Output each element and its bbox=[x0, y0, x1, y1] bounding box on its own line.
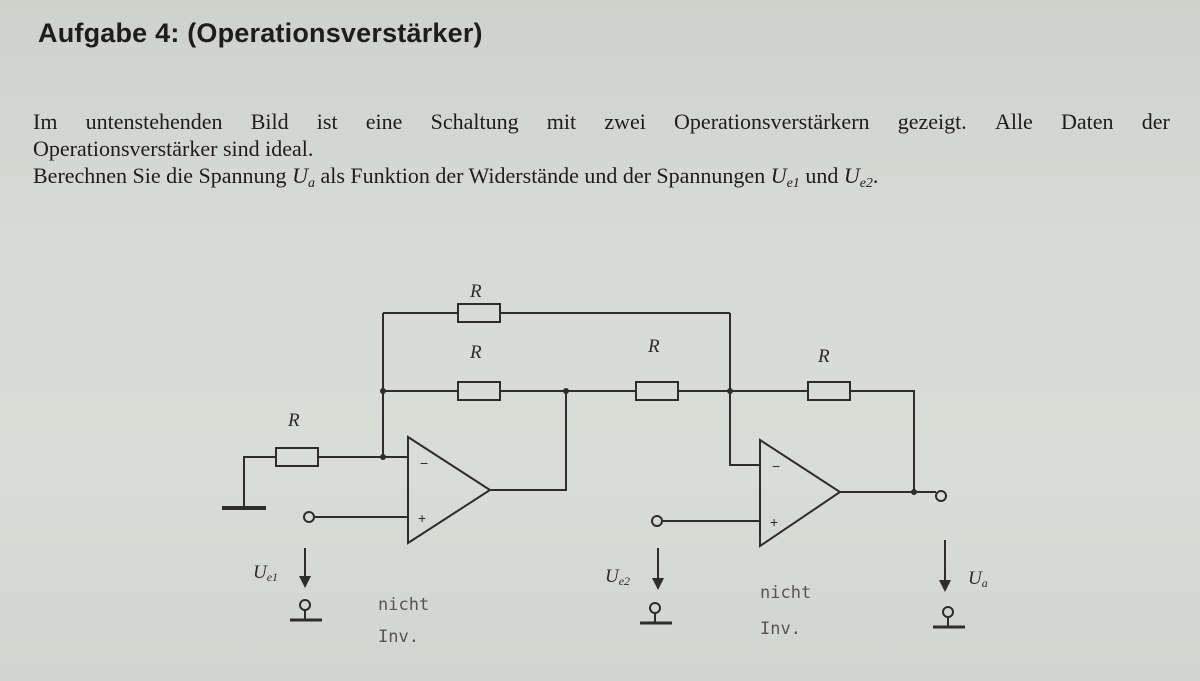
task-line-3: Berechnen Sie die Spannung Ua als Funkti… bbox=[33, 162, 1183, 197]
handwriting-op1-line1: nicht bbox=[378, 595, 429, 615]
text-part: und bbox=[799, 163, 844, 188]
wire-op1-out bbox=[490, 391, 567, 491]
arrow-head-ue2 bbox=[652, 578, 664, 590]
text-part: Berechnen Sie die Spannung bbox=[33, 163, 293, 188]
word: Im bbox=[33, 109, 58, 134]
label-r-mid: R bbox=[469, 342, 482, 363]
word: Bild bbox=[250, 109, 289, 134]
resistor-r-mid bbox=[457, 381, 501, 401]
task-line-1: Im untenstehenden Bild ist eine Schaltun… bbox=[33, 108, 1170, 135]
wire-op2-minus bbox=[729, 313, 760, 466]
word: untenstehenden bbox=[85, 109, 223, 134]
terminal-ue1 bbox=[303, 511, 315, 523]
opamp-1 bbox=[407, 435, 492, 545]
arrow-head-ue1 bbox=[299, 576, 311, 588]
label-ue2: Ue2 bbox=[605, 566, 630, 588]
label-r-top: R bbox=[469, 281, 482, 302]
junction-dot bbox=[563, 388, 569, 394]
opamp2-plus: + bbox=[770, 514, 778, 530]
junction-dot bbox=[380, 454, 386, 460]
resistor-r-between bbox=[635, 381, 679, 401]
symbol-ue1: Ue1 bbox=[770, 163, 800, 191]
opamp-2 bbox=[759, 438, 842, 548]
task-line-2: Operationsverstärker sind ideal. bbox=[33, 136, 314, 161]
word: zwei bbox=[604, 109, 646, 134]
resistor-r1 bbox=[275, 447, 319, 467]
label-ue1: Ue1 bbox=[253, 562, 278, 584]
label-r-input: R bbox=[287, 410, 300, 431]
terminal-ua bbox=[935, 490, 947, 502]
terminal-bottom-2 bbox=[640, 602, 672, 625]
arrow-head-ua bbox=[939, 580, 951, 592]
word: Daten bbox=[1061, 109, 1114, 134]
word: Alle bbox=[994, 109, 1033, 134]
task-heading: Aufgabe 4: (Operationsverstärker) bbox=[38, 18, 483, 48]
symbol-ue2: Ue2 bbox=[843, 163, 873, 191]
junction-dot bbox=[380, 388, 386, 394]
label-r-feedback: R bbox=[817, 346, 830, 367]
symbol-ua: Ua bbox=[292, 163, 315, 191]
handwriting-op1-line2: Inv. bbox=[378, 627, 419, 647]
label-ua: Ua bbox=[968, 568, 988, 590]
task-text: Im untenstehenden Bild ist eine Schaltun… bbox=[33, 108, 1183, 197]
handwriting-op2-line1: nicht bbox=[760, 583, 811, 603]
junction-dot bbox=[727, 388, 733, 394]
wire-feedback bbox=[850, 390, 915, 492]
word: eine bbox=[365, 109, 403, 134]
word: Operationsverstärkern bbox=[674, 109, 870, 134]
opamp1-plus: + bbox=[418, 510, 426, 526]
terminal-bottom-3 bbox=[933, 606, 965, 629]
word: mit bbox=[546, 109, 577, 134]
text-part: . bbox=[872, 163, 879, 188]
resistor-r-top bbox=[457, 303, 501, 323]
opamp2-minus: − bbox=[772, 458, 780, 474]
label-r-between: R bbox=[647, 336, 660, 357]
resistor-r-feedback bbox=[807, 381, 851, 401]
word: gezeigt. bbox=[897, 109, 967, 134]
opamp1-minus: − bbox=[420, 455, 428, 471]
text-part: als Funktion der Widerstände und der Spa… bbox=[314, 163, 771, 188]
terminal-bottom-1 bbox=[290, 599, 322, 622]
word: der bbox=[1141, 109, 1170, 134]
terminal-ue2 bbox=[651, 515, 663, 527]
word: ist bbox=[316, 109, 338, 134]
word: Schaltung bbox=[430, 109, 519, 134]
wire-ground bbox=[243, 456, 276, 508]
junction-dot bbox=[911, 489, 917, 495]
handwriting-op2-line2: Inv. bbox=[760, 619, 801, 639]
